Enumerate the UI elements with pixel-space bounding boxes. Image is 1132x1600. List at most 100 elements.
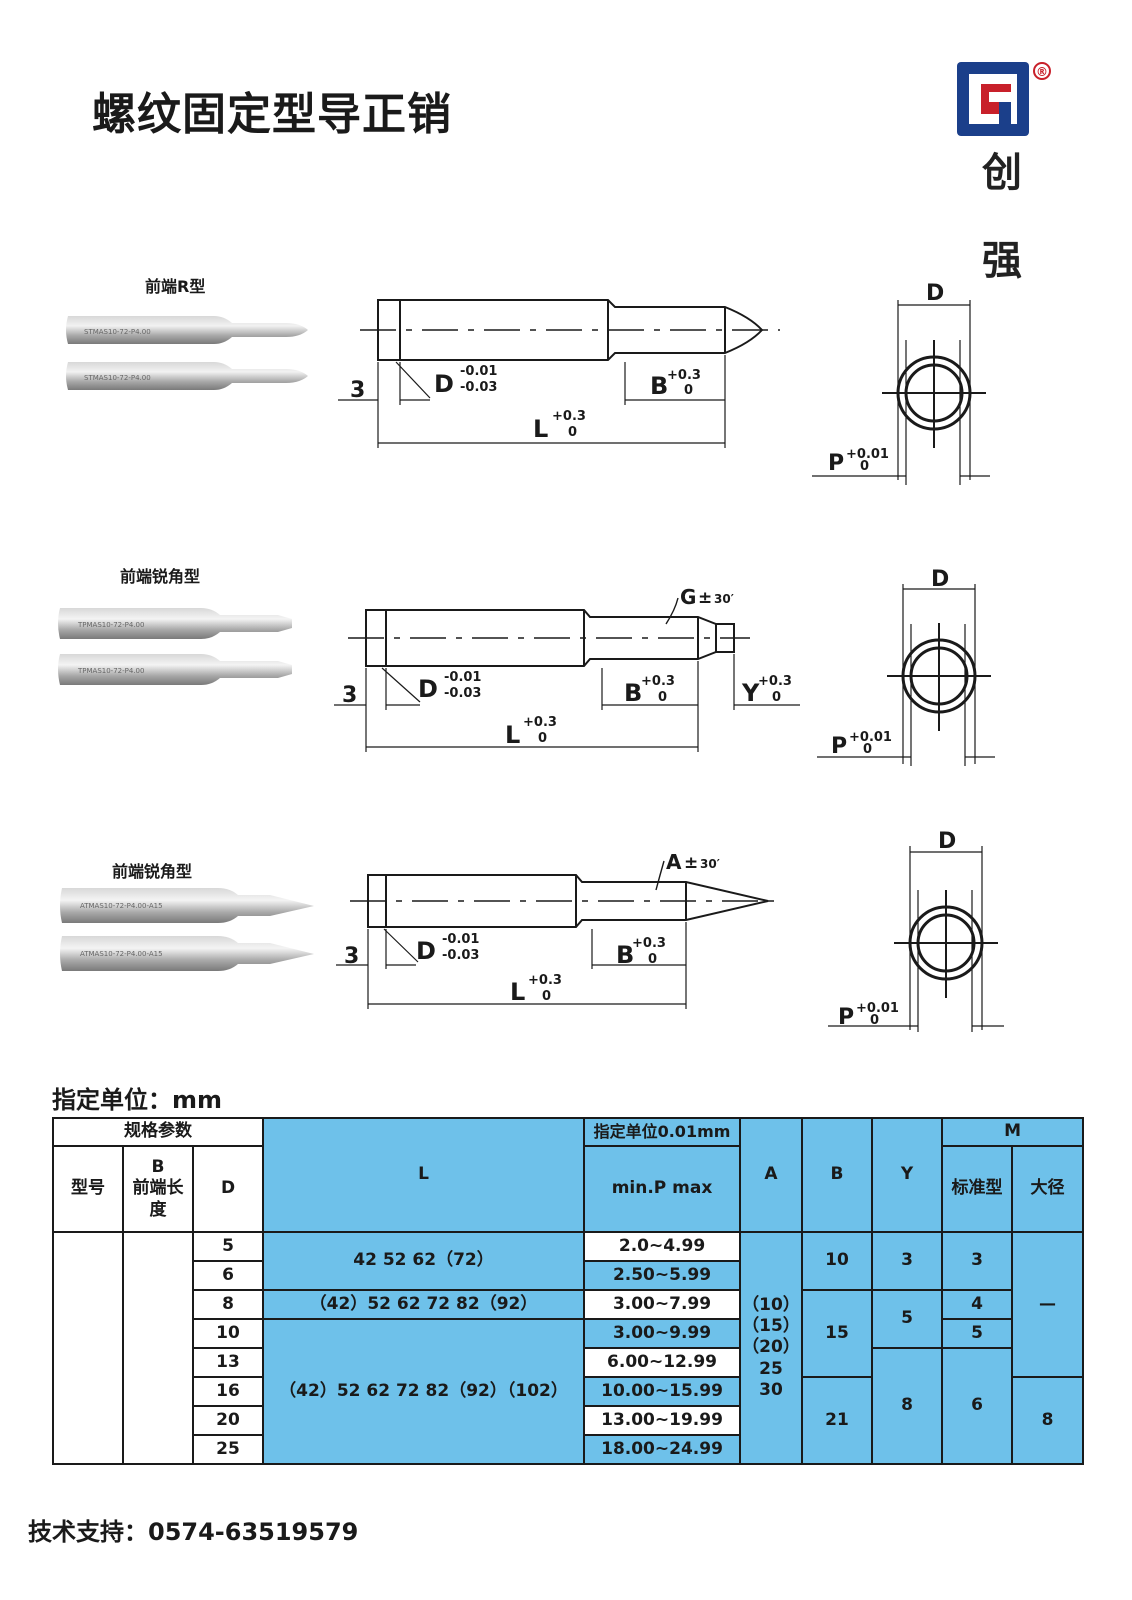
svg-text:Y: Y: [741, 679, 760, 707]
section2-side-drawing: 3 D -0.01 -0.03 B +0.3 0 Y +0.3 0 L +0.3…: [334, 585, 800, 752]
svg-text:ATMAS10-72-P4.00-A15: ATMAS10-72-P4.00-A15: [80, 950, 163, 958]
header-A: A: [739, 1117, 804, 1233]
cell-M-standard: 5: [941, 1318, 1014, 1349]
section2-end-view: D P +0.01 0: [817, 567, 995, 766]
cell-L-group: 42 52 62（72）: [262, 1231, 586, 1291]
svg-text:30′: 30′: [714, 592, 734, 606]
svg-text:P: P: [831, 734, 847, 759]
cell-P-range: 3.00~7.99: [583, 1289, 742, 1320]
svg-text:3: 3: [342, 683, 357, 708]
svg-text:TPMAS10-72-P4.00: TPMAS10-72-P4.00: [77, 667, 144, 675]
header-p-unit: 指定单位0.01mm: [583, 1117, 742, 1147]
svg-text:3: 3: [350, 378, 365, 403]
cell-A-value: （10）: [742, 1294, 800, 1315]
svg-text:0: 0: [648, 952, 657, 967]
cell-M-standard: 6: [941, 1347, 1014, 1465]
svg-text:L: L: [533, 415, 548, 443]
svg-text:D: D: [926, 281, 944, 306]
cell-M-large: 8: [1011, 1376, 1085, 1465]
cell-D: 20: [191, 1405, 265, 1436]
svg-text:0: 0: [542, 989, 551, 1004]
cell-M-large: —: [1011, 1231, 1085, 1378]
cell-B-group: 10: [801, 1231, 874, 1291]
svg-text:+0.3: +0.3: [632, 936, 666, 951]
section1-side-drawing: 3 D -0.01 -0.03 B +0.3 0 L +0.3 0: [338, 299, 780, 448]
registered-mark: ®: [1036, 65, 1048, 79]
section3-caption: 前端锐角型: [112, 862, 193, 881]
svg-text:±: ±: [698, 588, 712, 608]
unit-label: 指定单位：mm: [52, 1086, 223, 1114]
svg-text:B: B: [650, 372, 668, 400]
cell-P-range: 2.0~4.99: [583, 1231, 742, 1262]
cell-L-group: （42）52 62 72 82（92）（102）: [262, 1318, 586, 1465]
header-spec-params: 规格参数: [51, 1117, 265, 1147]
section1-caption: 前端R型: [145, 277, 206, 296]
cell-Y-group: 3: [871, 1231, 944, 1291]
svg-text:0: 0: [863, 742, 872, 757]
cell-A-value: （15）: [742, 1316, 800, 1337]
cell-model: [52, 1231, 124, 1465]
brand-name-chuang: 创: [982, 150, 1022, 196]
svg-text:+0.01: +0.01: [846, 447, 889, 462]
svg-text:-0.03: -0.03: [460, 380, 497, 395]
svg-text:0: 0: [538, 731, 547, 746]
svg-text:0: 0: [568, 425, 577, 440]
cell-D: 6: [191, 1260, 265, 1291]
cell-B-group: 15: [801, 1289, 874, 1378]
svg-text:0: 0: [772, 690, 781, 705]
cell-A-values: （10） （15） （20） 25 30: [739, 1231, 804, 1465]
svg-text:G: G: [680, 585, 696, 609]
header-M-large: 大径: [1011, 1145, 1085, 1233]
cell-D: 8: [191, 1289, 265, 1320]
svg-text:+0.01: +0.01: [856, 1001, 899, 1016]
svg-text:STMAS10-72-P4.00: STMAS10-72-P4.00: [84, 374, 151, 382]
svg-text:-0.01: -0.01: [444, 670, 481, 685]
cell-D: 13: [191, 1347, 265, 1378]
header-M: M: [941, 1117, 1085, 1147]
cell-Y-group: 8: [871, 1347, 944, 1465]
svg-text:0: 0: [860, 459, 869, 474]
cell-P-range: 13.00~19.99: [583, 1405, 742, 1436]
svg-text:+0.3: +0.3: [552, 409, 586, 424]
header-B-sub: 前端长度: [132, 1178, 184, 1220]
svg-text:±: ±: [684, 853, 698, 873]
svg-text:TPMAS10-72-P4.00: TPMAS10-72-P4.00: [77, 621, 144, 629]
cell-P-range: 18.00~24.99: [583, 1434, 742, 1465]
svg-text:-0.03: -0.03: [444, 686, 481, 701]
cell-M-standard: 4: [941, 1289, 1014, 1320]
svg-text:A: A: [666, 850, 682, 874]
svg-text:-0.01: -0.01: [442, 932, 479, 947]
svg-text:D: D: [938, 829, 956, 854]
cell-A-value: 30: [759, 1379, 783, 1400]
svg-text:+0.3: +0.3: [528, 973, 562, 988]
brand-name-qiang: 强: [982, 238, 1022, 284]
svg-text:D: D: [416, 937, 436, 965]
svg-text:0: 0: [684, 383, 693, 398]
cell-P-range: 2.50~5.99: [583, 1260, 742, 1291]
cell-A-value: 25: [759, 1358, 783, 1379]
page-title: 螺纹固定型导正销: [92, 89, 452, 140]
header-D: D: [191, 1145, 265, 1233]
brand-logo: ®: [957, 62, 1051, 136]
svg-text:+0.01: +0.01: [849, 730, 892, 745]
svg-text:P: P: [828, 451, 844, 476]
header-B-front-length: B 前端长度: [122, 1145, 194, 1233]
svg-text:+0.3: +0.3: [758, 674, 792, 689]
svg-text:ATMAS10-72-P4.00-A15: ATMAS10-72-P4.00-A15: [80, 902, 163, 910]
cell-D: 25: [191, 1434, 265, 1465]
svg-text:B: B: [624, 679, 642, 707]
svg-text:P: P: [838, 1005, 854, 1030]
svg-text:0: 0: [658, 690, 667, 705]
svg-text:+0.3: +0.3: [641, 674, 675, 689]
svg-text:D: D: [434, 370, 454, 398]
spec-table: 规格参数 L 指定单位0.01mm A B Y M 型号 B 前端长度 D mi…: [51, 1117, 1085, 1465]
cell-M-standard: 3: [941, 1231, 1014, 1291]
cell-B-front-length: [122, 1231, 194, 1465]
cell-P-range: 10.00~15.99: [583, 1376, 742, 1407]
svg-text:STMAS10-72-P4.00: STMAS10-72-P4.00: [84, 328, 151, 336]
cell-L-group: （42）52 62 72 82（92）: [262, 1289, 586, 1320]
section3-end-view: D P +0.01 0: [828, 829, 1004, 1032]
cell-D: 10: [191, 1318, 265, 1349]
svg-text:-0.03: -0.03: [442, 948, 479, 963]
svg-text:L: L: [505, 721, 520, 749]
